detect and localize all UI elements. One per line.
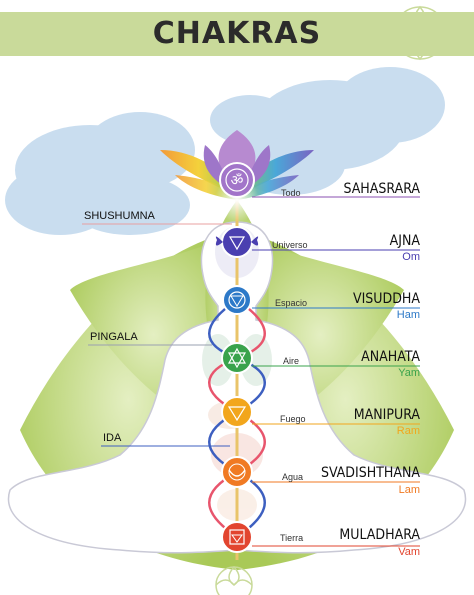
leader-lines	[82, 196, 420, 547]
label-shushumna: SHUSHUMNA	[84, 210, 155, 222]
svg-text:ॐ: ॐ	[231, 173, 244, 189]
chakra-ajna-symbol	[215, 226, 259, 258]
chakra-manipura-symbol	[221, 396, 253, 428]
chakra-name: VISUDDHA	[352, 291, 420, 307]
chakra-name: MULADHARA	[339, 527, 420, 543]
chakra-visuddha-symbol	[222, 285, 252, 315]
chakra-name: SVADISHTHANA	[320, 465, 420, 481]
chakra-name: ANAHATA	[361, 349, 420, 365]
chakra-muladhara-symbol	[221, 521, 253, 553]
chakra-element: Todo	[281, 188, 301, 198]
chakra-element: Fuego	[280, 414, 306, 424]
chakra-mantra: Vam	[398, 546, 420, 558]
chakra-element: Universo	[272, 240, 308, 250]
title-banner	[0, 12, 474, 56]
chakra-element: Tierra	[280, 533, 304, 543]
chakra-sahasrara-symbol: ॐ	[219, 162, 255, 198]
chakra-svadishthana-symbol	[221, 456, 253, 488]
chakra-element: Espacio	[275, 298, 308, 308]
chakra-name: MANIPURA	[353, 407, 420, 423]
clouds	[5, 67, 445, 235]
chakra-element: Aire	[283, 356, 300, 366]
chakra-name: AJNA	[389, 233, 420, 249]
chakra-mantra: Om	[402, 251, 420, 263]
page-title: CHAKRAS	[152, 16, 322, 51]
chakra-mantra: Lam	[398, 484, 420, 496]
chakra-mantra: Ram	[396, 425, 420, 437]
label-pingala: PINGALA	[90, 331, 138, 343]
label-ida: IDA	[103, 432, 122, 444]
chakra-mantra: Ham	[396, 309, 420, 321]
mandala-icon-bottom	[215, 565, 253, 595]
chakra-name: SAHASRARA	[343, 181, 420, 197]
chakra-element: Agua	[282, 472, 304, 482]
chakra-mantra: Yam	[398, 367, 420, 379]
chakra-anahata-symbol	[221, 342, 253, 374]
